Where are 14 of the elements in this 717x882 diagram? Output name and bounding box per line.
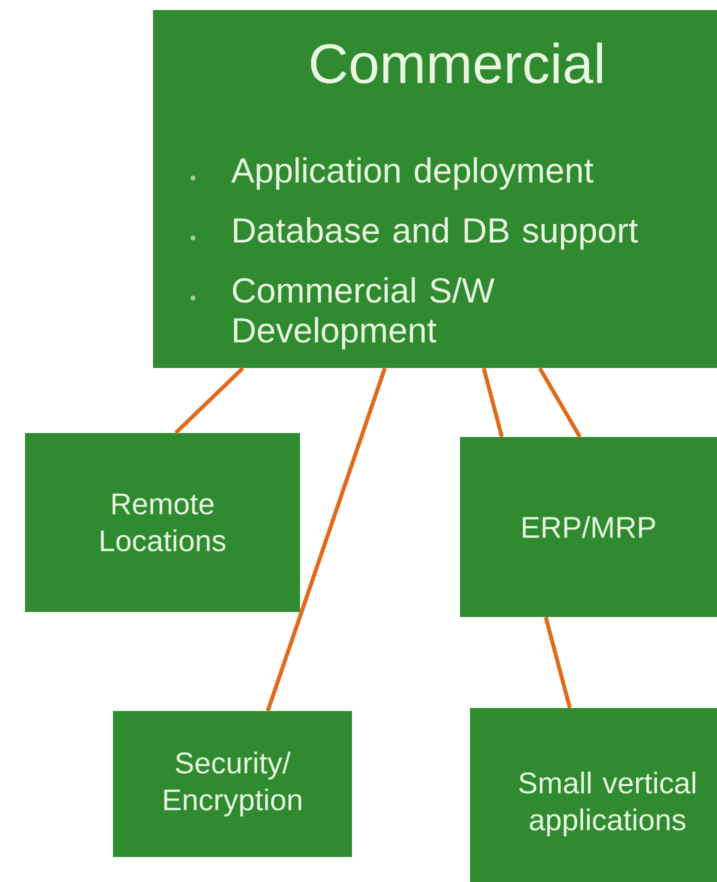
connector-line <box>266 368 387 712</box>
bullet-item: Application deployment <box>190 157 594 190</box>
connector-line <box>544 616 572 708</box>
connector-line <box>174 366 244 434</box>
process-box: Security/ Encryption <box>113 711 352 857</box>
process-box: ERP/MRP <box>460 437 717 617</box>
bullet-item: Commercial S/W Development <box>190 277 495 350</box>
process-box <box>153 10 717 368</box>
connector-line <box>538 367 582 438</box>
process-box: Small vertical applications <box>470 708 717 882</box>
process-box: Remote Locations <box>25 433 300 612</box>
bullet-item: Database and DB support <box>190 217 638 250</box>
box-heading: Commercial <box>311 42 602 84</box>
connector-line <box>482 368 504 438</box>
